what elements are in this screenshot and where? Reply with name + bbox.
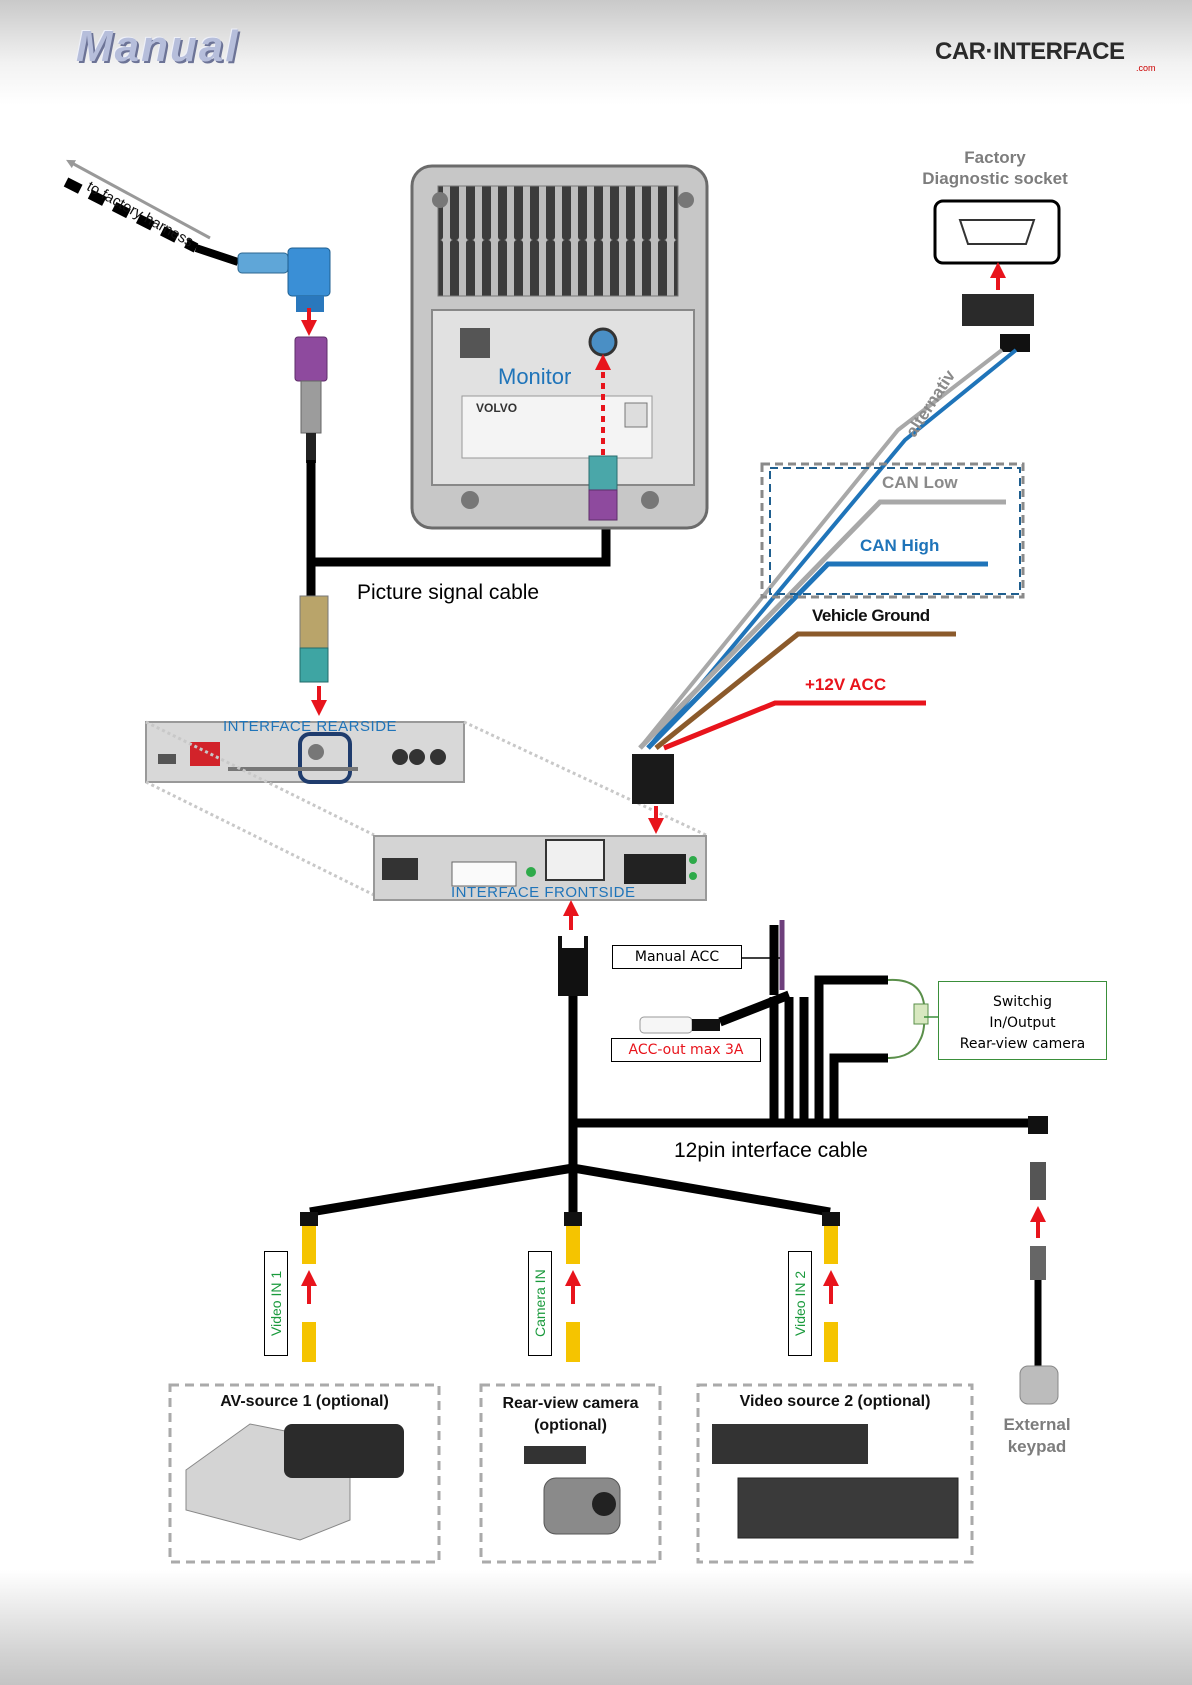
power-connector bbox=[632, 754, 674, 804]
factory-diag-label-1: Factory bbox=[964, 148, 1026, 167]
can-low-label: CAN Low bbox=[882, 473, 958, 492]
keypad-cable bbox=[1030, 1246, 1046, 1370]
video-in-1-label: Video IN 1 bbox=[264, 1251, 288, 1356]
rear-camera-label-2: (optional) bbox=[534, 1417, 607, 1434]
video-in-2-label: Video IN 2 bbox=[788, 1251, 812, 1356]
interface-rearside-label: INTERFACE REARSIDE bbox=[223, 718, 398, 735]
rear-camera-label-1: Rear-view camera bbox=[502, 1395, 639, 1412]
manual-acc-label: Manual ACC bbox=[612, 945, 742, 969]
panel-projection-lines bbox=[145, 720, 707, 897]
av-source-1-box bbox=[168, 1383, 441, 1564]
acc-out-label: ACC-out max 3A bbox=[611, 1038, 761, 1062]
factory-harness-cable bbox=[63, 159, 240, 266]
interface-frontside-label: INTERFACE FRONTSIDE bbox=[451, 884, 636, 901]
monitor-unit: VOLVO bbox=[410, 164, 709, 530]
external-keypad bbox=[1019, 1365, 1059, 1405]
rear-camera-device bbox=[524, 1446, 621, 1535]
rca-plug-icon bbox=[300, 1212, 840, 1362]
can-dashed-box-inner bbox=[769, 467, 1021, 595]
fuse-icon bbox=[887, 978, 929, 1059]
rear-camera-box bbox=[479, 1383, 662, 1564]
volvo-label: VOLVO bbox=[476, 401, 517, 415]
video-source-2-devices bbox=[712, 1424, 959, 1539]
monitor-label: Monitor bbox=[498, 364, 572, 389]
cable-12pin-label: 12pin interface cable bbox=[674, 1139, 868, 1162]
switch-label-box: Switchig In/Output Rear-view camera bbox=[938, 981, 1107, 1060]
page-footer-band bbox=[0, 1570, 1192, 1685]
obd-plug bbox=[962, 294, 1034, 352]
av-source-1-label: AV-source 1 (optional) bbox=[220, 1393, 389, 1410]
page-header-band bbox=[0, 0, 1192, 105]
video-source-2-box bbox=[696, 1383, 974, 1564]
picture-signal-cable-label: Picture signal cable bbox=[357, 581, 540, 604]
factory-diag-label-2: Diagnostic socket bbox=[922, 169, 1068, 188]
purple-fakra-connector bbox=[294, 336, 328, 463]
switch-label-2: In/Output bbox=[989, 1015, 1056, 1031]
can-high-label: CAN High bbox=[860, 536, 940, 555]
acc-12v-label: +12V ACC bbox=[805, 675, 887, 694]
logo-domain: .com bbox=[1136, 63, 1156, 73]
obd-socket-icon bbox=[933, 199, 1061, 265]
camera-in-label: Camera IN bbox=[528, 1251, 552, 1356]
interface-frontside-panel bbox=[373, 835, 707, 901]
external-keypad-label-2: keypad bbox=[1007, 1437, 1067, 1456]
vehicle-ground-label: Vehicle Ground bbox=[812, 606, 930, 625]
car-interface-logo: CAR·INTERFACE bbox=[935, 38, 1125, 65]
harness-connector bbox=[237, 247, 331, 312]
external-keypad-label-1: External bbox=[1003, 1415, 1071, 1434]
av-source-1-devices bbox=[185, 1423, 404, 1541]
manual-title: Manual bbox=[76, 22, 240, 71]
switch-label-1: Switchig bbox=[992, 994, 1053, 1010]
acc-out-connector bbox=[639, 1016, 720, 1034]
can-dashed-box bbox=[760, 462, 1025, 599]
interface-rearside-panel bbox=[145, 721, 465, 784]
video-source-2-label: Video source 2 (optional) bbox=[739, 1393, 931, 1410]
switch-label-3: Rear-view camera bbox=[959, 1036, 1086, 1052]
picture-signal-cable bbox=[306, 460, 611, 596]
keypad-connector bbox=[1028, 1116, 1048, 1200]
teal-fakra-connector bbox=[299, 595, 329, 683]
can-wires bbox=[638, 348, 1018, 751]
